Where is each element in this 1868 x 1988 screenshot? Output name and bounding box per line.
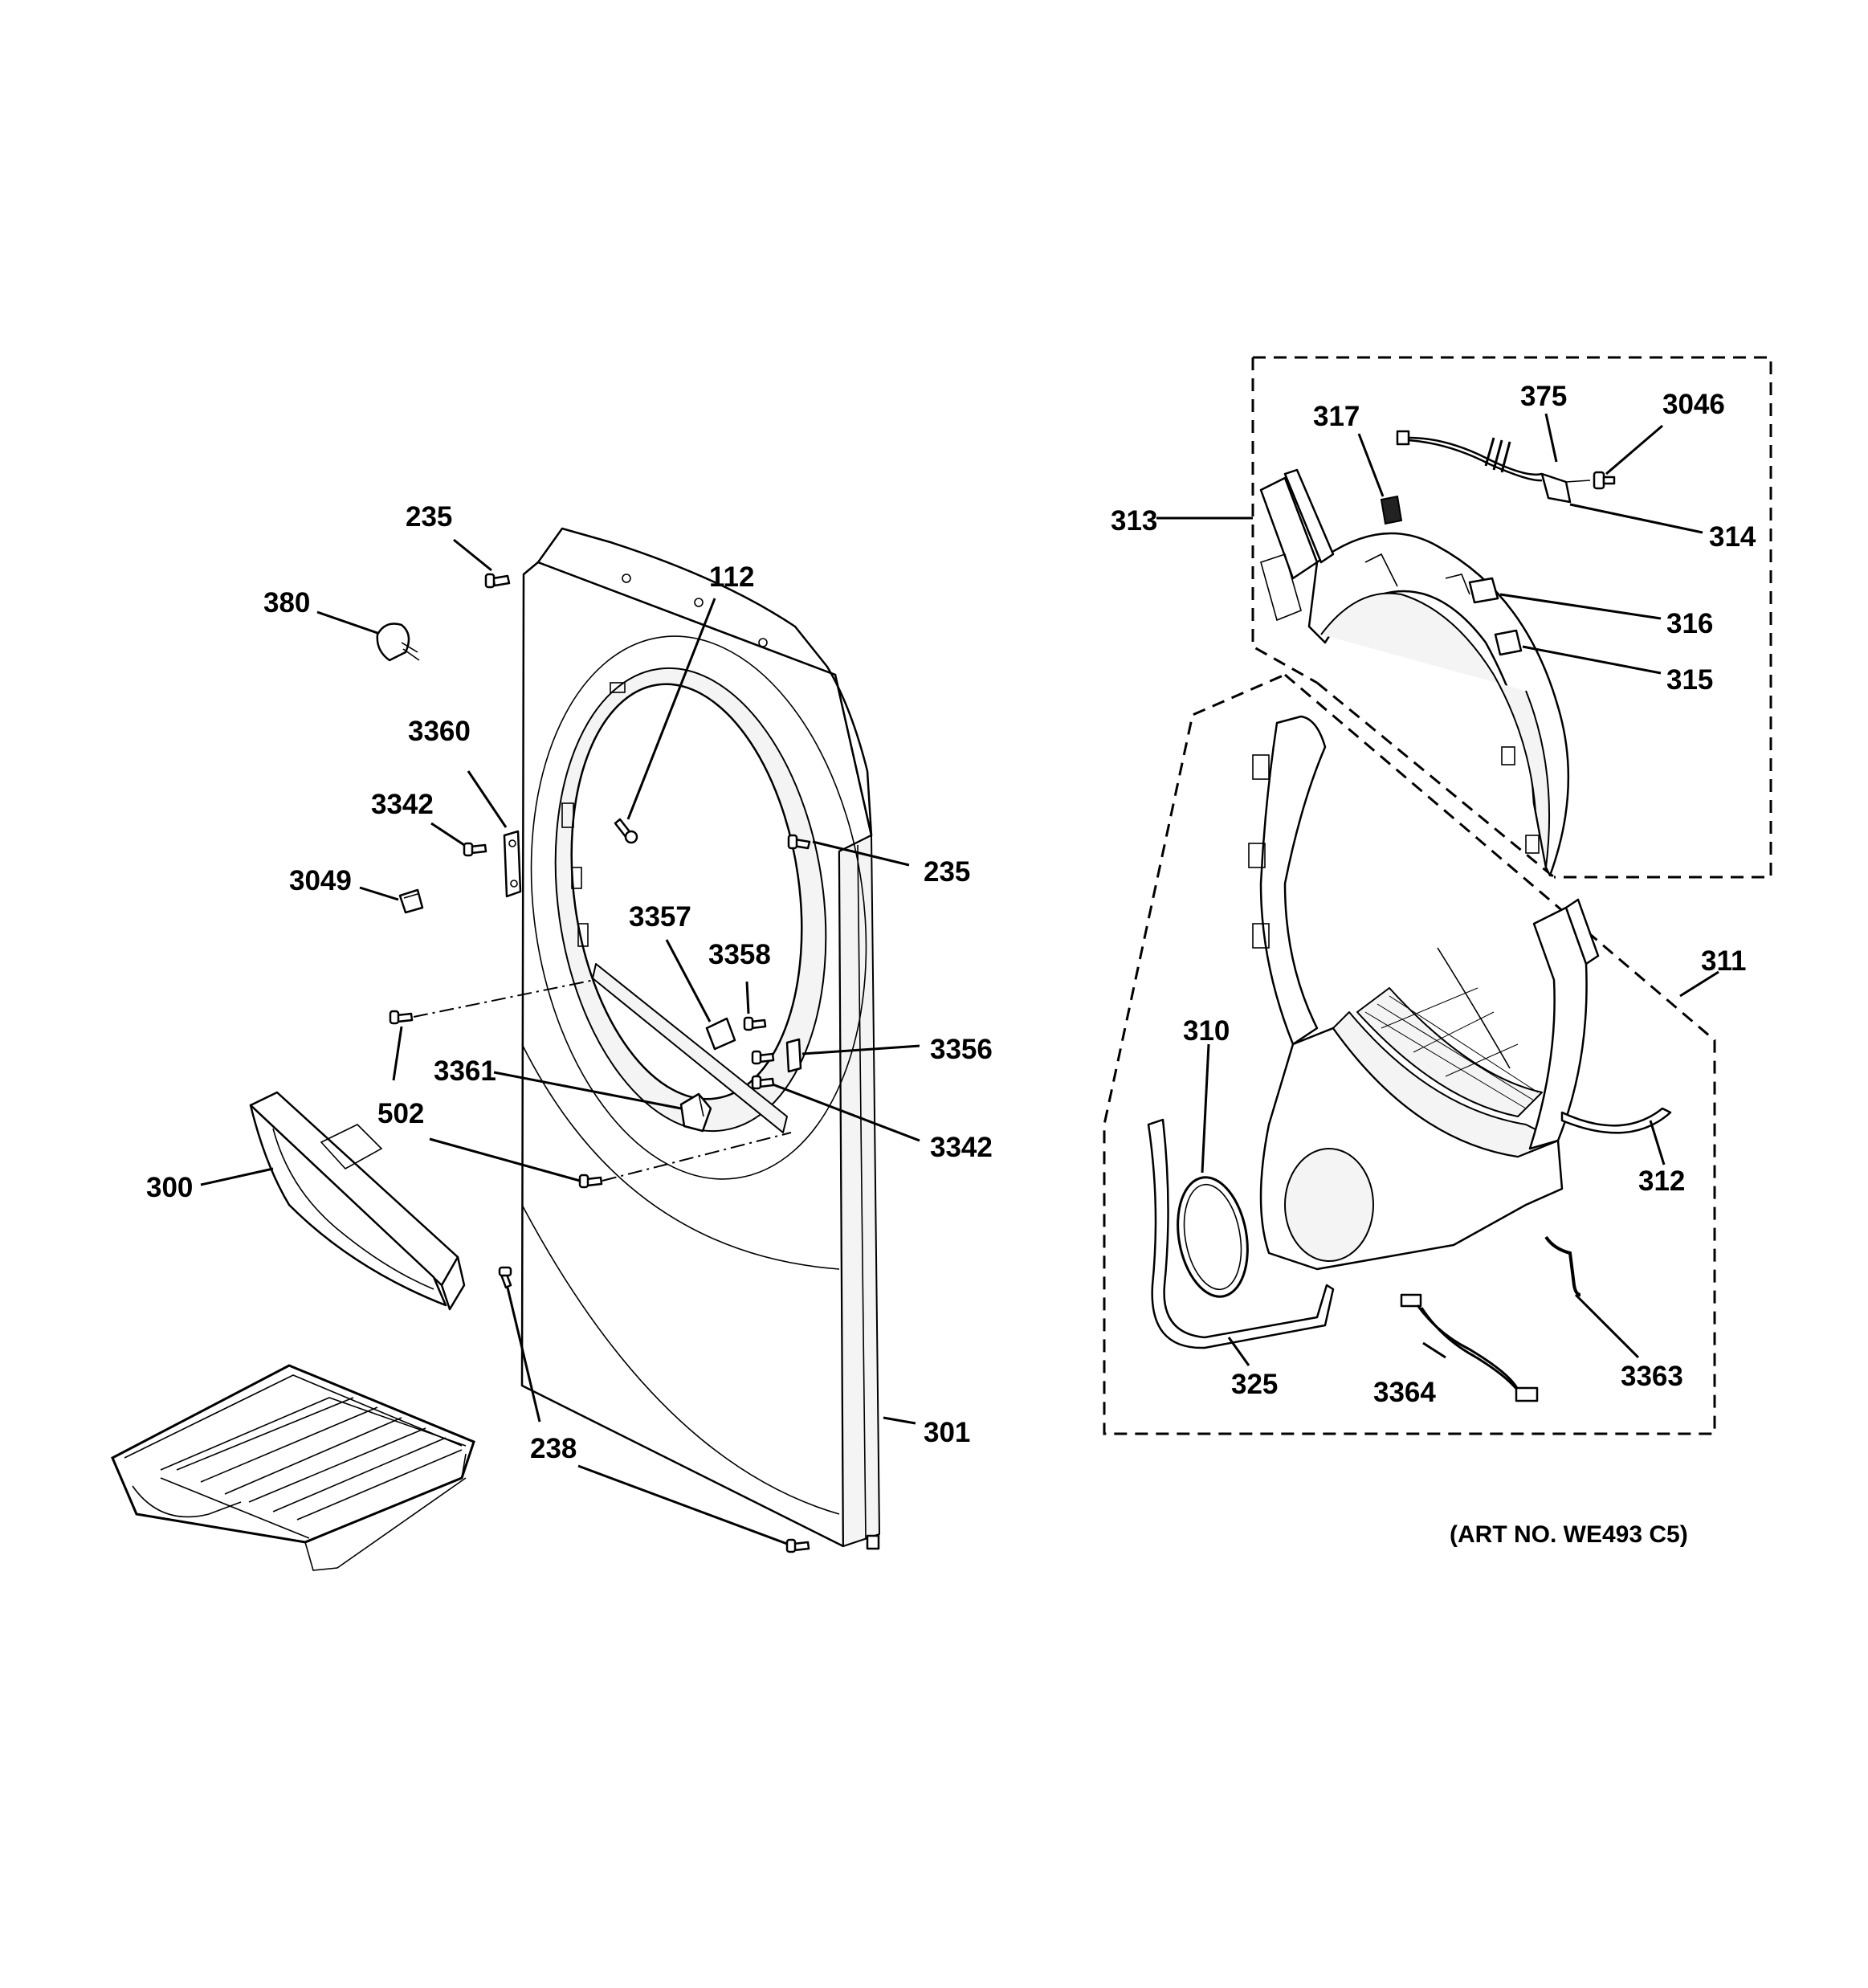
screw-part-502-lower[interactable]	[578, 1174, 603, 1189]
screw-part-235-top[interactable]	[484, 573, 511, 589]
screw-part-235-right[interactable]	[787, 834, 811, 850]
pad-part-316[interactable]	[1468, 577, 1499, 604]
callout-3361: 3361	[434, 1055, 496, 1087]
callout-317: 317	[1313, 401, 1360, 432]
screw-part-3358[interactable]	[743, 1016, 767, 1031]
callout-3342-left: 3342	[371, 789, 434, 820]
clip-part-3049[interactable]	[398, 888, 424, 914]
bezel-part-313[interactable]	[1259, 468, 1570, 877]
sensor-part-314[interactable]	[1540, 472, 1591, 504]
screw-part-3342-right[interactable]	[751, 1050, 775, 1090]
harness-part-375[interactable]	[1396, 430, 1543, 482]
lint-filter-part-300[interactable]	[249, 1091, 466, 1311]
pad-part-315[interactable]	[1494, 629, 1523, 656]
callout-3049: 3049	[289, 865, 352, 896]
bracket-part-3360[interactable]	[503, 830, 522, 898]
block-part-3361[interactable]	[679, 1092, 712, 1133]
front-panel-part-301[interactable]	[498, 527, 900, 1550]
callout-325: 325	[1231, 1369, 1278, 1400]
callout-316: 316	[1666, 608, 1713, 639]
screw-part-238-upper[interactable]	[498, 1266, 512, 1289]
callout-301: 301	[924, 1417, 970, 1448]
callout-3360: 3360	[408, 716, 471, 747]
callout-3356: 3356	[930, 1034, 993, 1065]
dashed-box-lower	[1103, 673, 1716, 1435]
callout-3364: 3364	[1373, 1377, 1436, 1408]
screw-part-3046[interactable]	[1593, 471, 1616, 490]
callout-313: 313	[1111, 505, 1157, 537]
felt-seal-part-325[interactable]	[1147, 1118, 1335, 1349]
screw-part-502-left[interactable]	[389, 1010, 414, 1025]
callout-3342-right: 3342	[930, 1132, 993, 1163]
callout-112: 112	[709, 561, 754, 593]
callout-3357: 3357	[629, 901, 691, 933]
callout-310: 310	[1183, 1015, 1230, 1047]
screw-part-112[interactable]	[614, 818, 638, 844]
art-number: (ART NO. WE493 C5)	[1450, 1521, 1688, 1548]
callout-502: 502	[377, 1098, 424, 1129]
wire-harness-part-3364[interactable]	[1400, 1293, 1539, 1402]
callout-375: 375	[1520, 381, 1567, 412]
screw-part-238-lower[interactable]	[785, 1538, 810, 1553]
callout-3358: 3358	[708, 939, 771, 970]
callout-238: 238	[530, 1433, 577, 1464]
callout-315: 315	[1666, 664, 1713, 696]
knob-part-380[interactable]	[376, 623, 420, 662]
duct-assembly-part-311[interactable]	[1248, 715, 1600, 1271]
callout-314: 314	[1709, 521, 1756, 553]
gasket-part-312[interactable]	[1560, 1107, 1672, 1134]
callout-235-top: 235	[406, 501, 452, 533]
callout-235-right: 235	[924, 856, 970, 888]
bracket-part-3356[interactable]	[785, 1038, 802, 1073]
magnet-part-317[interactable]	[1380, 495, 1403, 525]
drying-rack[interactable]	[111, 1364, 475, 1571]
callout-3363: 3363	[1621, 1361, 1683, 1392]
callout-311: 311	[1701, 945, 1746, 977]
callout-3046: 3046	[1662, 389, 1725, 420]
callout-312: 312	[1638, 1165, 1685, 1197]
callout-380: 380	[263, 587, 310, 618]
rod-part-3363[interactable]	[1544, 1235, 1581, 1296]
leader-lines	[200, 413, 1719, 1545]
screw-part-3342-left[interactable]	[463, 842, 487, 857]
bracket-part-3357[interactable]	[705, 1017, 736, 1051]
dashed-box-upper	[1253, 356, 1772, 879]
callout-300: 300	[146, 1172, 193, 1203]
seal-ring-part-310[interactable]	[1169, 1172, 1257, 1302]
